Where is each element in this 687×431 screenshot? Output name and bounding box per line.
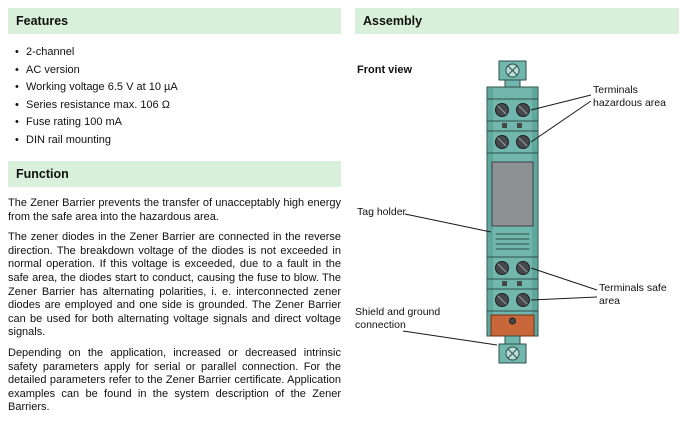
callout-terminals-safe: Terminals safe area: [599, 282, 667, 307]
vent-slits: [495, 233, 530, 250]
assembly-diagram: Front view Terminals hazardous area Tag …: [355, 54, 679, 426]
feature-item: AC version: [14, 62, 341, 80]
device-front-view-drawing: [402, 60, 598, 364]
device-top-screw: [498, 60, 527, 81]
function-paragraph: The Zener Barrier prevents the transfer …: [8, 197, 341, 223]
function-text: The Zener Barrier prevents the transfer …: [8, 197, 341, 415]
terminals-hazardous-area: [486, 98, 539, 154]
zener-barrier-device: [486, 60, 539, 364]
callout-terminals-hazardous: Terminals hazardous area: [593, 84, 666, 109]
device-bottom-screw: [498, 335, 527, 364]
function-title: Function: [16, 167, 69, 181]
left-column: Features 2-channel AC version Working vo…: [8, 8, 341, 422]
ground-clamp: [490, 314, 535, 337]
tag-holder-area: [491, 161, 534, 227]
right-column: Assembly: [355, 8, 679, 426]
features-header: Features: [8, 8, 341, 34]
callout-shield-ground: Shield and ground connection: [355, 306, 441, 331]
assembly-title: Assembly: [363, 14, 423, 28]
feature-item: 2-channel: [14, 44, 341, 62]
callout-leader-lines: [402, 94, 598, 346]
callout-tag-holder: Tag holder: [357, 206, 407, 218]
feature-item: Working voltage 6.5 V at 10 µA: [14, 79, 341, 97]
function-paragraph: Depending on the application, increased …: [8, 346, 341, 414]
feature-item: DIN rail mounting: [14, 132, 341, 150]
feature-item: Series resistance max. 106 Ω: [14, 97, 341, 115]
features-list: 2-channel AC version Working voltage 6.5…: [8, 44, 341, 149]
function-header: Function: [8, 161, 341, 187]
front-view-label: Front view: [357, 64, 413, 76]
function-paragraph: The zener diodes in the Zener Barrier ar…: [8, 231, 341, 339]
feature-item: Fuse rating 100 mA: [14, 114, 341, 132]
features-title: Features: [16, 14, 69, 28]
terminals-safe-area: [486, 256, 539, 312]
assembly-header: Assembly: [355, 8, 679, 34]
